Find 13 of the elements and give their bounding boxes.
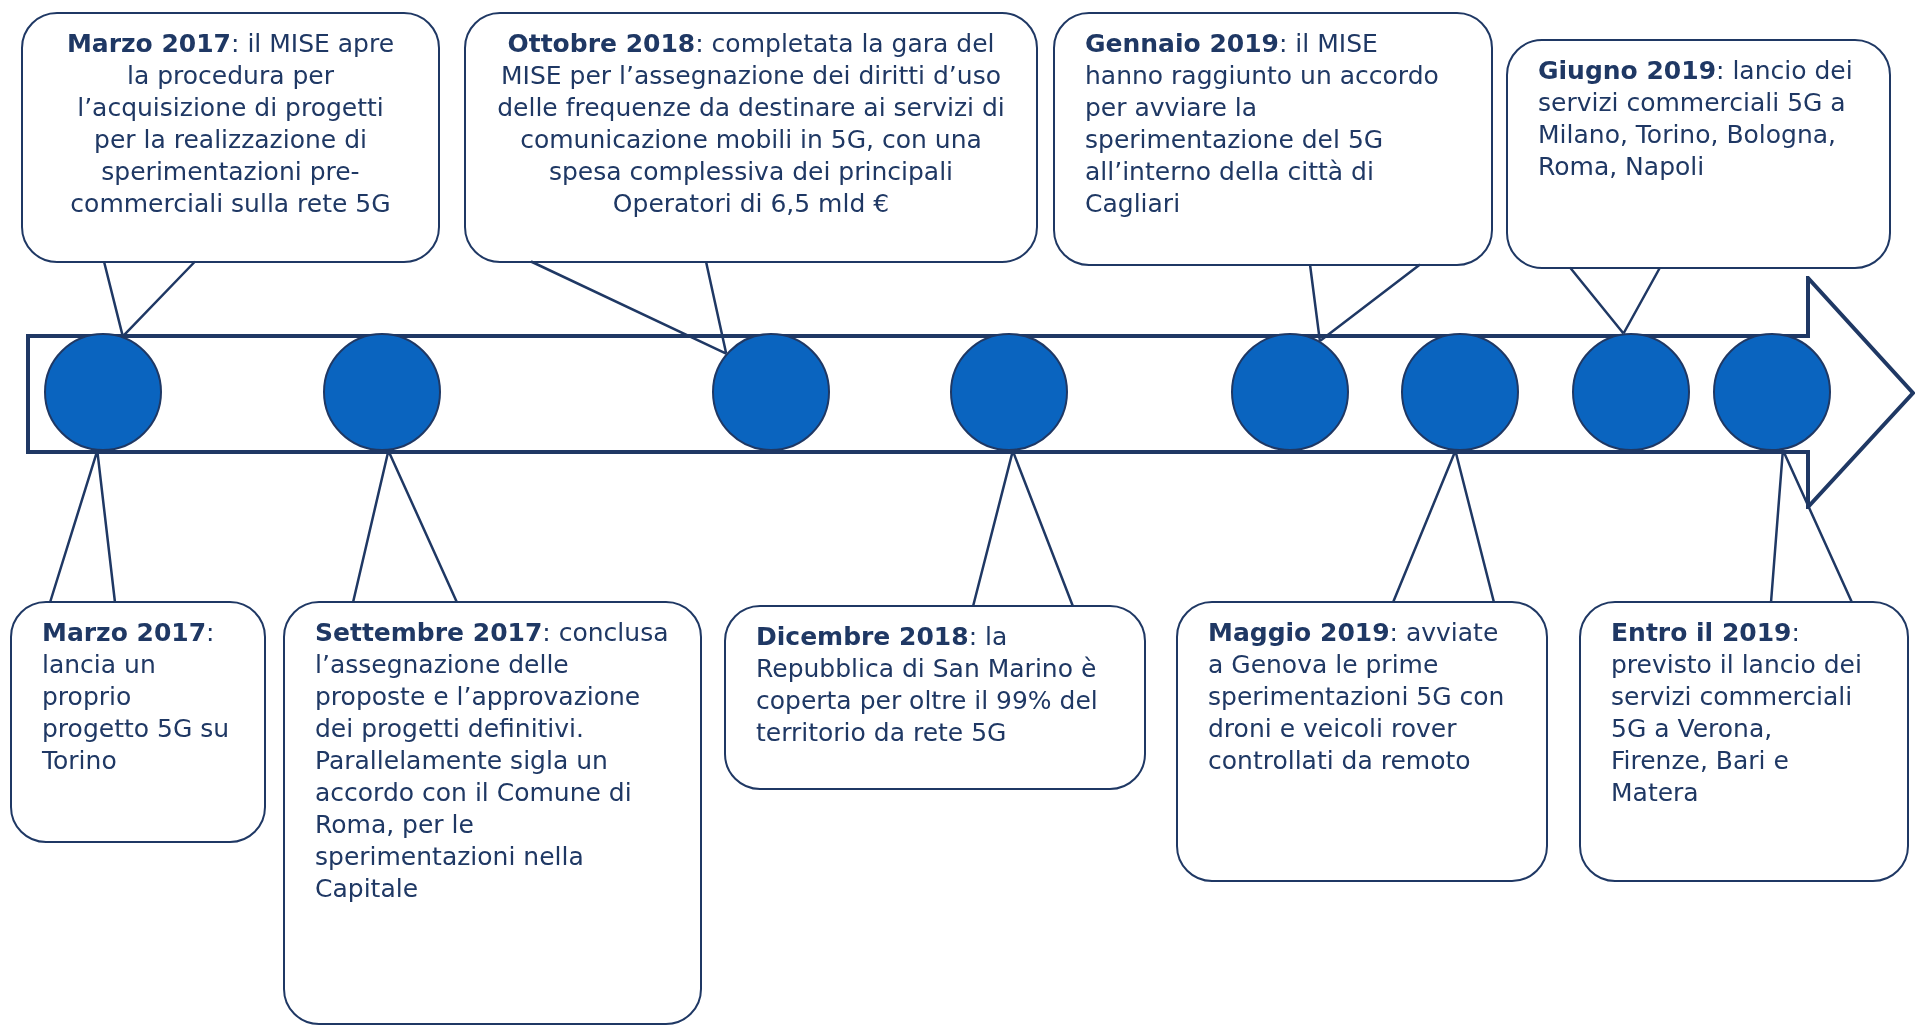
callout-box: Settembre 2017: conclusa l’assegnazione delle proposte e l’approvazione dei progetti definitivi. Parallelamente sigla un accordo con il Comune di Roma, per le sperimentazioni nella Capitale — [283, 601, 702, 1025]
callout-box: Marzo 2017: lancia un proprio progetto 5G su Torino — [10, 601, 266, 843]
callout-pointer — [1568, 266, 1662, 335]
callout-box: Giugno 2019: lancio dei servizi commerciali 5G a Milano, Torino, Bologna, Roma, Napoli — [1506, 39, 1891, 269]
callout-box: Maggio 2019: avviate a Genova le prime sperimentazioni 5G con droni e veicoli rover controllati da remoto — [1176, 601, 1548, 882]
callout-box: Gennaio 2019: il MISE hanno raggiunto un accordo per avviare la sperimentazione del 5G all’interno della città di Cagliari — [1053, 12, 1493, 266]
callout-box: Ottobre 2018: completata la gara del MISE per l’assegnazione dei diritti d’uso delle frequenze da destinare ai servizi di comunicazione mobili in 5G, con una spesa complessiva dei principali Operatori di 6,5 mld € — [464, 12, 1038, 263]
callout-pointer — [1308, 263, 1422, 343]
callout-box: Entro il 2019: previsto il lancio dei servizi commerciali 5G a Verona, Firenze, Bari e Matera — [1579, 601, 1909, 882]
callout-pointer — [529, 260, 728, 355]
timeline-arrow — [26, 276, 1915, 509]
callout-box: Marzo 2017: il MISE apre la procedura per l’acquisizione di progetti per la realizzazione di sperimentazioni pre-commerciali sulla rete 5G — [21, 12, 440, 263]
callout-box: Dicembre 2018: la Repubblica di San Marino è coperta per oltre il 99% del territorio da rete 5G — [724, 605, 1146, 790]
